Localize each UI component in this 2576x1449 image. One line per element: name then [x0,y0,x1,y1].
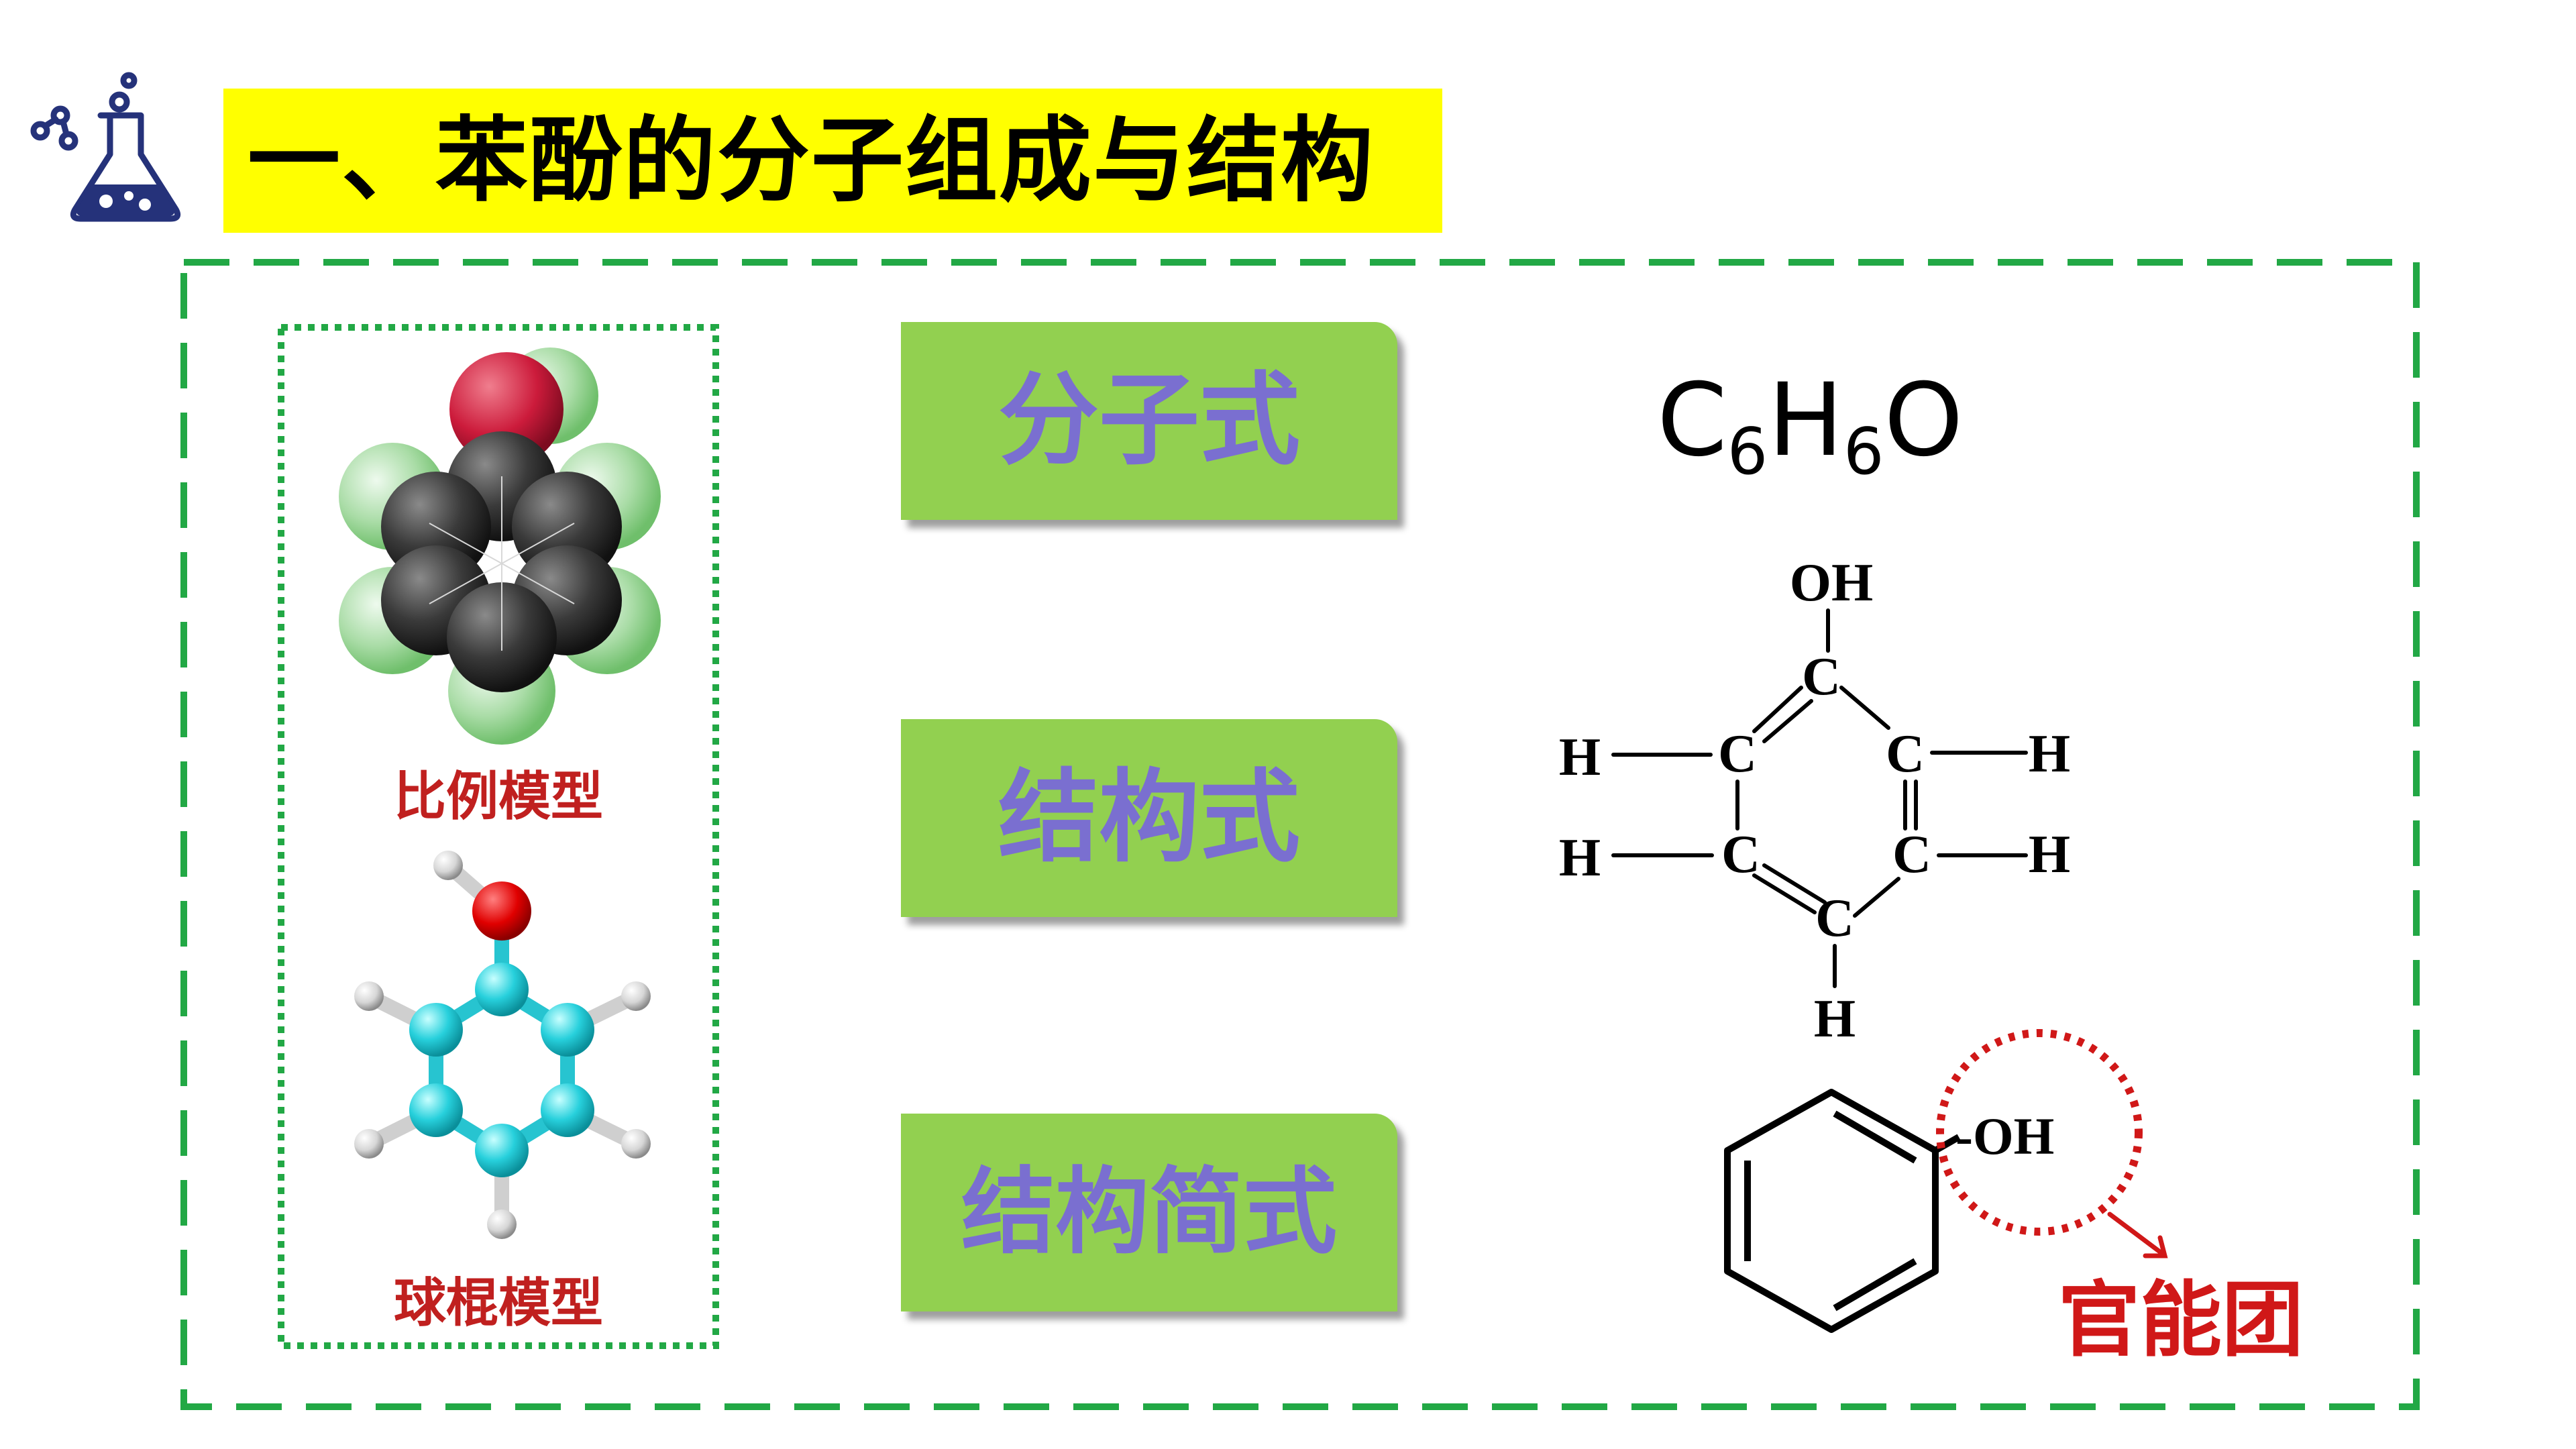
struct-c6: C [1815,889,1854,948]
ball-and-stick-model [354,851,651,1239]
struct-h1: H [1559,728,1601,787]
molecular-formula: C6H6O [1657,362,1964,489]
arrow-line [2107,1212,2166,1257]
formula-o: O [1884,362,1964,479]
page-title: 一、苯酚的分子组成与结构 [248,107,1375,215]
struct-h5: H [1814,989,1856,1049]
struct-h4: H [2029,825,2070,884]
formula-h: H [1768,362,1843,479]
condensed-formula-diagram: -OH 官能团 [1724,1029,2304,1368]
struct-h2: H [2029,724,2070,784]
struct-c3: C [1886,724,1925,784]
space-filling-model [339,347,661,745]
title-banner: 一、苯酚的分子组成与结构 [223,89,1442,233]
structural-formula-tag: 结构式 [901,719,1397,917]
outer-dashed-frame [180,259,2420,1410]
struct-h3: H [1559,828,1601,888]
flask-icon [30,72,181,222]
ball-and-stick-model-label: 球棍模型 [393,1273,603,1334]
functional-group-circle [1936,1029,2143,1236]
struct-c5: C [1892,825,1931,884]
space-filling-model-label: 比例模型 [393,766,603,827]
molecular-formula-tag: 分子式 [901,322,1397,520]
structural-formula-diagram: OH C C C C C C H H H H H [1559,553,2070,1049]
struct-oh: OH [1790,553,1873,612]
functional-group-label: 官能团 [2058,1273,2304,1368]
oh-group: -OH [1955,1107,2054,1165]
struct-c2: C [1718,724,1757,784]
arrow-head [2143,1235,2168,1258]
models-dotted-frame [278,324,719,1349]
formula-c-count: 6 [1727,415,1768,489]
formula-c: C [1657,362,1727,479]
formula-h-count: 6 [1843,415,1884,489]
condensed-formula-tag: 结构简式 [901,1114,1397,1311]
struct-c1: C [1802,647,1841,706]
